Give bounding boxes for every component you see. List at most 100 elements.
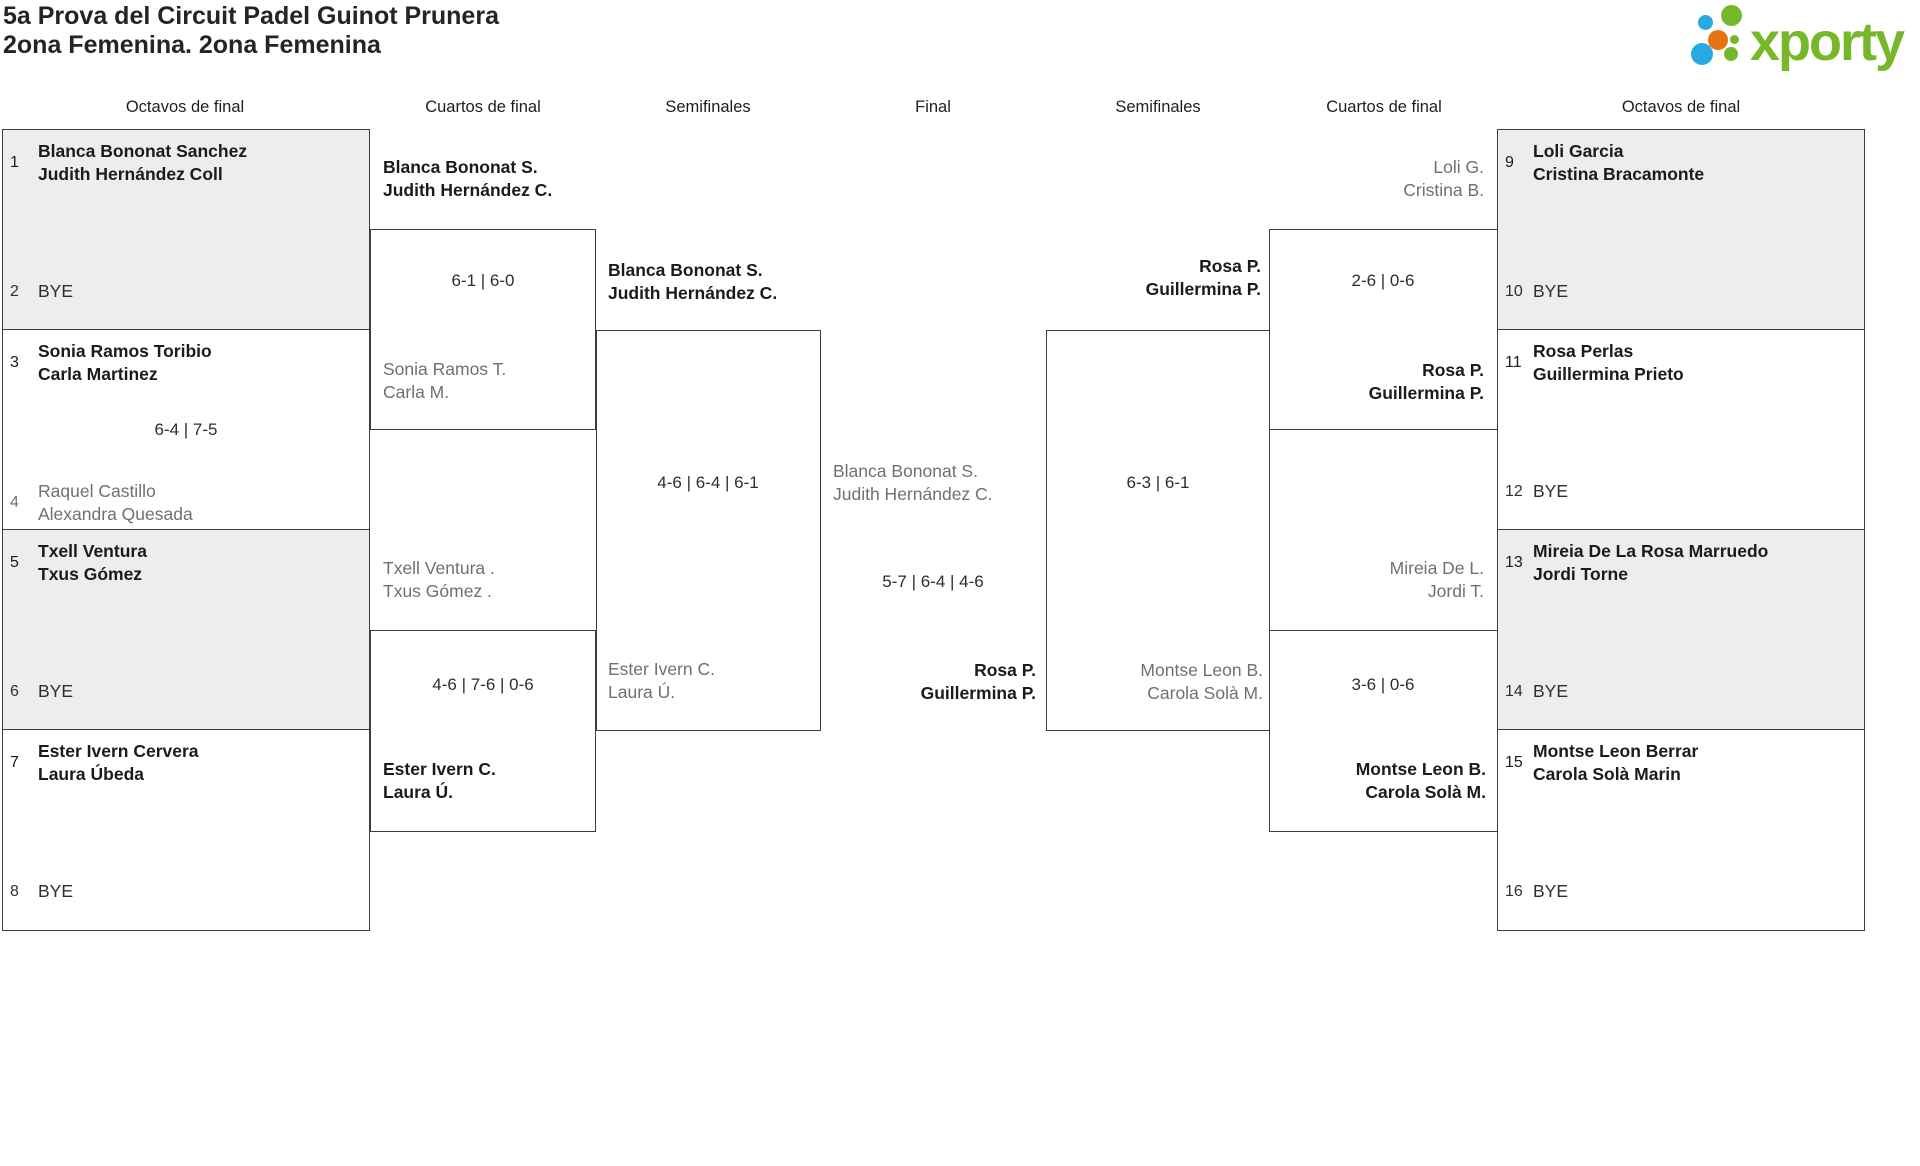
team-label-semifinal-right-top: Rosa P. Guillermina P. [1145, 256, 1261, 299]
team-label-cuartos-left-1-top: Blanca Bononat S. Judith Hernández C. [383, 157, 553, 200]
seed-number: 9 [1505, 154, 1514, 171]
match-frame-cuartos-right-1 [1269, 229, 1498, 430]
team-row: 15 Montse Leon Berrar Carola Solà Marin [1498, 740, 1864, 786]
team-label-cuartos-right-2-top: Mireia De L. Jordi T. [1389, 558, 1484, 601]
score-semifinal-right: 6-3 | 6-1 [1126, 473, 1190, 492]
team-name: Mireia De La Rosa Marruedo Jordi Torne [1533, 541, 1769, 584]
match-box-octavos-3-4: 3 Sonia Ramos Toribio Carla Martinez 4 R… [2, 329, 370, 530]
match-frame-semifinal-left [596, 330, 821, 731]
seed-number: 15 [1505, 754, 1523, 771]
match-box-octavos-9-10: 9 Loli Garcia Cristina Bracamonte 10 BYE [1497, 129, 1865, 330]
team-row: 9 Loli Garcia Cristina Bracamonte [1498, 140, 1864, 186]
score-semifinal-left: 4-6 | 6-4 | 6-1 [657, 473, 759, 492]
team-name: Loli Garcia Cristina Bracamonte [1533, 141, 1705, 184]
team-label-cuartos-right-2-bottom: Montse Leon B. Carola Solà M. [1355, 759, 1486, 802]
team-label-cuartos-left-2-top: Txell Ventura . Txus Gómez . [383, 558, 495, 601]
team-row: 16 BYE [1498, 880, 1864, 903]
seed-number: 5 [10, 554, 19, 571]
team-label-final-right: Rosa P. Guillermina P. [920, 660, 1036, 703]
match-frame-cuartos-left-1 [370, 229, 596, 430]
team-row: 5 Txell Ventura Txus Gómez [3, 540, 369, 586]
team-label-cuartos-left-1-bottom: Sonia Ramos T. Carla M. [383, 359, 507, 402]
round-header-final: Final [915, 98, 951, 116]
team-name: BYE [38, 681, 74, 701]
team-row: 3 Sonia Ramos Toribio Carla Martinez [3, 340, 369, 386]
score-final: 5-7 | 6-4 | 4-6 [882, 572, 984, 591]
team-name: BYE [38, 881, 74, 901]
team-name: Rosa Perlas Guillermina Prieto [1533, 341, 1684, 384]
score-cuartos-left-2: 4-6 | 7-6 | 0-6 [432, 675, 534, 694]
match-box-octavos-15-16: 15 Montse Leon Berrar Carola Solà Marin … [1497, 729, 1865, 931]
team-label-semifinal-left-top: Blanca Bononat S. Judith Hernández C. [608, 260, 778, 303]
team-label-semifinal-right-bottom: Montse Leon B. Carola Solà M. [1140, 660, 1263, 703]
logo-dot-icon [1724, 47, 1738, 61]
seed-number: 2 [10, 282, 19, 300]
seed-number: 11 [1505, 354, 1522, 371]
team-label-cuartos-right-1-bottom: Rosa P. Guillermina P. [1368, 360, 1484, 403]
team-row: 4 Raquel Castillo Alexandra Quesada [3, 480, 369, 526]
tournament-name: 5a Prova del Circuit Padel Guinot Pruner… [3, 2, 499, 30]
score-cuartos-left-1: 6-1 | 6-0 [451, 271, 515, 290]
logo-dot-icon [1708, 30, 1728, 50]
page-title: 5a Prova del Circuit Padel Guinot Pruner… [3, 2, 499, 60]
seed-number: 13 [1505, 554, 1523, 571]
team-name: BYE [1533, 881, 1569, 901]
team-row: 12 BYE [1498, 480, 1864, 503]
score-cuartos-right-2: 3-6 | 0-6 [1351, 675, 1415, 694]
team-row: 6 BYE [3, 680, 369, 703]
team-row: 10 BYE [1498, 280, 1864, 303]
round-header-octavos-right: Octavos de final [1621, 98, 1741, 116]
category-name: 2ona Femenina. 2ona Femenina [3, 31, 381, 59]
seed-number: 14 [1505, 682, 1523, 700]
team-label-cuartos-left-2-bottom: Ester Ivern C. Laura Ú. [383, 759, 496, 802]
seed-number: 10 [1505, 282, 1523, 300]
team-name: BYE [1533, 481, 1569, 501]
team-row: 1 Blanca Bononat Sanchez Judith Hernánde… [3, 140, 369, 186]
seed-number: 16 [1505, 882, 1523, 900]
team-name: Sonia Ramos Toribio Carla Martinez [38, 341, 212, 384]
team-name: Blanca Bononat Sanchez Judith Hernández … [38, 141, 248, 184]
team-row: 7 Ester Ivern Cervera Laura Úbeda [3, 740, 369, 786]
seed-number: 1 [10, 154, 19, 171]
logo-dot-icon [1691, 43, 1713, 65]
team-row: 8 BYE [3, 880, 369, 903]
match-box-octavos-1-2: 1 Blanca Bononat Sanchez Judith Hernánde… [2, 129, 370, 330]
seed-number: 12 [1505, 482, 1523, 500]
logo-dot-icon [1721, 5, 1742, 26]
logo-dot-icon [1730, 35, 1739, 44]
team-label-semifinal-left-bottom: Ester Ivern C. Laura Ú. [608, 659, 715, 702]
round-header-cuartos-left: Cuartos de final [425, 98, 541, 116]
team-row: 11 Rosa Perlas Guillermina Prieto [1498, 340, 1864, 386]
team-label-final-left: Blanca Bononat S. Judith Hernández C. [833, 461, 993, 504]
seed-number: 4 [10, 494, 19, 511]
team-row: 2 BYE [3, 280, 369, 303]
round-header-octavos-left: Octavos de final [125, 98, 245, 116]
team-label-cuartos-right-1-top: Loli G. Cristina B. [1403, 157, 1484, 200]
round-header-semis-left: Semifinales [665, 98, 751, 116]
match-box-octavos-11-12: 11 Rosa Perlas Guillermina Prieto 12 BYE [1497, 329, 1865, 530]
match-box-octavos-7-8: 7 Ester Ivern Cervera Laura Úbeda 8 BYE [2, 729, 370, 931]
score-octavos-3-4: 6-4 | 7-5 [154, 420, 218, 439]
match-frame-semifinal-right [1046, 330, 1270, 731]
seed-number: 8 [10, 882, 19, 900]
logo-wordmark: xporty [1750, 12, 1905, 72]
round-header-cuartos-right: Cuartos de final [1326, 98, 1442, 116]
seed-number: 6 [10, 682, 19, 700]
team-name: Montse Leon Berrar Carola Solà Marin [1533, 741, 1699, 784]
team-name: BYE [1533, 281, 1569, 301]
seed-number: 7 [10, 754, 19, 771]
team-name: BYE [38, 281, 74, 301]
match-frame-cuartos-left-2 [370, 630, 596, 832]
score-cuartos-right-1: 2-6 | 0-6 [1351, 271, 1415, 290]
team-name: Txell Ventura Txus Gómez [38, 541, 147, 584]
match-frame-cuartos-right-2 [1269, 630, 1498, 832]
team-row: 13 Mireia De La Rosa Marruedo Jordi Torn… [1498, 540, 1864, 586]
match-box-octavos-5-6: 5 Txell Ventura Txus Gómez 6 BYE [2, 529, 370, 730]
team-name: BYE [1533, 681, 1569, 701]
team-row: 14 BYE [1498, 680, 1864, 703]
round-header-semis-right: Semifinales [1115, 98, 1201, 116]
logo-dot-icon [1698, 15, 1713, 30]
team-name: Ester Ivern Cervera Laura Úbeda [38, 741, 199, 784]
seed-number: 3 [10, 354, 19, 371]
